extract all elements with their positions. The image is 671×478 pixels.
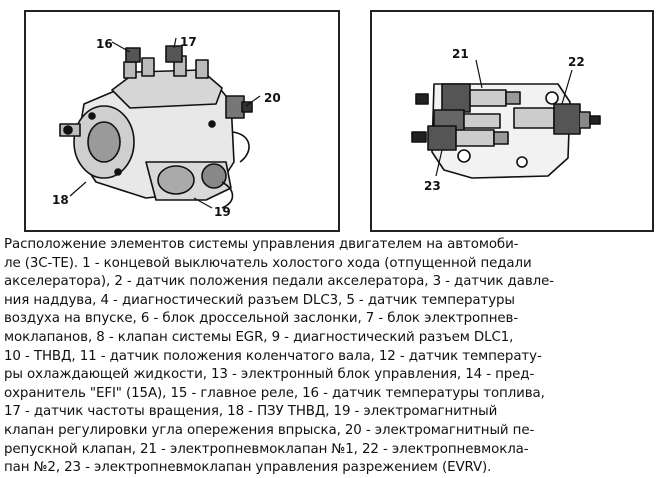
solenoid-valves-figure: 21 22 23 [370, 10, 654, 232]
callout-21: 21 [452, 47, 469, 61]
caption-line: 10 - ТНВД, 11 - датчик положения коленча… [4, 348, 542, 364]
callout-16: 16 [96, 37, 113, 51]
caption-line: пан №2, 23 - электропневмоклапан управле… [4, 460, 492, 476]
caption-line: ры охлаждающей жидкости, 13 - электронны… [4, 367, 535, 383]
caption-line: Расположение элементов системы управлени… [4, 237, 519, 252]
caption-line: моклапанов, 8 - клапан системы EGR, 9 - … [4, 329, 514, 345]
solenoid-valves-drawing: 21 22 23 [411, 47, 601, 193]
callout-18: 18 [52, 193, 69, 207]
figure-caption: Расположение элементов системы управлени… [4, 236, 668, 478]
caption-line: ле (3С-TE). 1 - концевой выключатель хол… [4, 255, 532, 271]
callout-22: 22 [568, 55, 585, 69]
injection-pump-figure: 16 17 20 18 19 [24, 10, 340, 232]
callout-17: 17 [180, 35, 197, 49]
injection-pump-drawing: 16 17 20 18 19 [52, 35, 281, 219]
caption-line: охранитель "EFI" (15A), 15 - главное рел… [4, 385, 545, 401]
callout-23: 23 [424, 179, 441, 193]
caption-line: ния наддува, 4 - диагностический разъем … [4, 292, 515, 308]
caption-line: репускной клапан, 21 - электропневмоклап… [4, 441, 529, 457]
caption-line: воздуха на впуске, 6 - блок дроссельной … [4, 311, 519, 327]
callout-20: 20 [264, 91, 281, 105]
callout-19: 19 [214, 205, 231, 219]
caption-line: акселератора), 2 - датчик положения педа… [4, 274, 554, 290]
caption-line: клапан регулировки угла опережения впрыс… [4, 422, 535, 438]
caption-line: 17 - датчик частоты вращения, 18 - ПЗУ Т… [4, 404, 498, 420]
